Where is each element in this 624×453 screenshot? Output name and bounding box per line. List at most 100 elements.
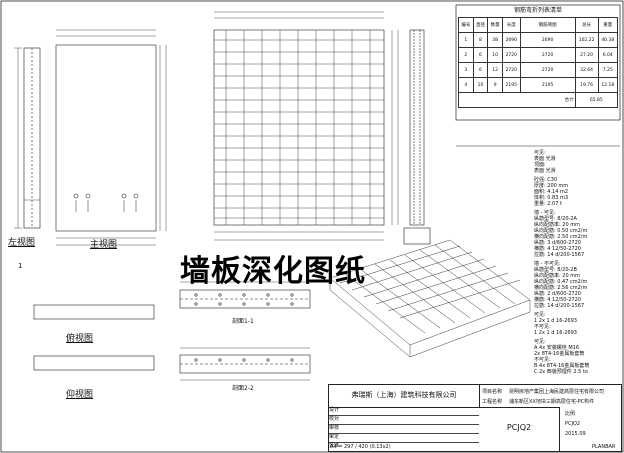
cell: 12 [487,62,503,78]
sign-row: 校对 [329,416,479,425]
note-line: 拉筋: 14 d/200-1567 [534,252,585,258]
cell: 10 [472,77,489,93]
notes-panel: 可见: 表面 光滑 顶面: 表面 光滑 砼强: C30 厚度: 200 mm 面… [534,150,620,375]
cell: 6.04 [597,47,619,63]
cell: 19.76 [574,77,599,93]
note-line: 面积: 4.14 m2 [534,189,569,195]
cell: 2720 [519,47,576,63]
sheet-code: PCJQ2 [565,421,581,427]
note-line: 拉筋: 14 d/200-1567 [534,303,585,309]
project-label: 项目名称 [482,389,503,395]
footer-mark: PLANBAR [592,444,616,450]
project-name: 昆明房地产集团上海民建高层住宅有限公司 [509,389,605,395]
cell: 10 [487,47,503,63]
note-line: 墙 - 不可见: [534,261,561,267]
cell: 8 [472,32,489,48]
top-view [33,304,155,320]
note-line: 纵向配筋率: 20 mm [534,222,580,228]
note-line: 厚度: 200 mm [534,183,569,189]
note-line: 纵筋: 2 d/600-2720 [534,291,581,297]
note-line: 纵筋: 3 d/600-2720 [534,240,581,246]
cell: 6 [472,47,489,63]
note-line: 可见: [534,312,546,318]
company-cell: 弗瑞斯（上海）建筑科技有限公司 [329,385,480,408]
note-line: 1 2x 1 d 16-2693 [534,318,577,324]
total-value: 65.85 [574,92,619,108]
cell: 3 [458,62,474,78]
rebar-table: 钢筋弯折列表清单 编号 直径 数量 长度 钢筋简图 总长 重量 1 8 38 2… [458,7,619,108]
left-view [14,47,41,229]
header-cell: 数量 [487,17,503,33]
cell: 6 [472,62,489,78]
note-line: C 2x 西装预埋件 2.5 to [534,369,588,375]
bottom-view-label: 仰视图 [66,390,94,400]
rebar-table-grid: 编号 直径 数量 长度 钢筋简图 总长 重量 1 8 38 2690 2690 … [458,17,619,108]
cell: 9 [487,77,503,93]
paper-format: A4 = 297 / 420 (0.13x2) [330,444,391,450]
note-line: 砼强: C30 [534,177,558,183]
note-line: 横筋: 4 12/50-2720 [534,246,581,252]
note-line: 纵筋型号: 8/20-2B [534,267,577,273]
header-cell: 直径 [472,17,489,33]
front-view [55,29,167,246]
note-line: 顶面: [534,162,546,168]
sign-row: 批准 [329,443,340,449]
table-row: 1 8 38 2690 2690 102.22 40.38 [458,32,619,48]
note-line: 重量: 2.07 t [534,201,562,207]
cell: 4 [458,77,474,93]
note-line: 表面 光滑 [534,156,556,162]
title-block: 弗瑞斯（上海）建筑科技有限公司 项目名称 昆明房地产集团上海民建高层住宅有限公司… [328,384,622,452]
sign-row: 设计 [329,407,479,416]
section-2-2 [179,347,311,381]
drawing-code-cell: PCJQ2 [479,407,560,452]
cell: 2690 [519,32,576,48]
rebar-view [213,11,399,241]
scale-label: 比例 [565,411,576,417]
note-line: 纵筋型号: 8/20-2A [534,216,577,222]
rebar-table-header: 编号 直径 数量 长度 钢筋简图 总长 重量 [458,17,619,33]
section-1-1 [179,281,311,309]
note-line: 2x 8T4-16金属板套筒 [534,351,585,357]
note-line: 不可见: [534,324,551,330]
company-name: 弗瑞斯（上海）建筑科技有限公司 [351,391,457,399]
drawing-code: PCJQ2 [506,423,532,432]
header-cell: 长度 [501,17,521,33]
note-line: 横向配筋: 2.50 cm2/m [534,234,588,240]
note-line: 墙 - 可见: [534,210,556,216]
note-line: 可见: [534,150,546,156]
cell: 7.25 [597,62,619,78]
cell: 38 [487,32,503,48]
note-line: 纵向配筋: 0.50 cm2/m [534,228,588,234]
cell: 2720 [501,62,521,78]
overlay-title: 墙板深化图纸 [180,254,366,289]
note-line: 表面 光滑 [534,168,556,174]
sign-row: 审定 [329,434,479,443]
total-label: 合计 [458,92,576,108]
cell: 2720 [501,47,521,63]
part-label: 工程名称 [482,399,503,405]
section-2-label: 剖面2-2 [232,385,254,392]
sign-row: 审核 [329,425,479,434]
note-line: 不可见: [534,357,551,363]
note-line: 纵向配筋: 0.47 cm2/m [534,279,588,285]
cell: 102.22 [574,32,599,48]
cell: 2 [458,47,474,63]
header-cell: 重量 [597,17,619,33]
side-section [403,29,431,245]
svg-text:1: 1 [18,262,22,270]
cell: 32.64 [574,62,599,78]
section-1-label: 剖面1-1 [232,318,254,325]
top-view-label: 俯视图 [66,334,94,344]
note-line: 可见: [534,339,546,345]
table-row: 2 6 10 2720 2720 27.20 6.04 [458,47,619,63]
note-line: 纵向配筋率: 20 mm [534,273,580,279]
cell: 27.20 [574,47,599,63]
note-line: A 4x 安装螺栓 M16 [534,345,580,351]
left-view-label: 左视图 [8,238,36,248]
note-line: 1 2x 1 d 16-2693 [534,330,577,336]
cell: 2720 [519,62,576,78]
table-row: 3 6 12 2720 2720 32.64 7.25 [458,62,619,78]
cell: 2690 [501,32,521,48]
note-line: 体积: 0.83 m3 [534,195,569,201]
